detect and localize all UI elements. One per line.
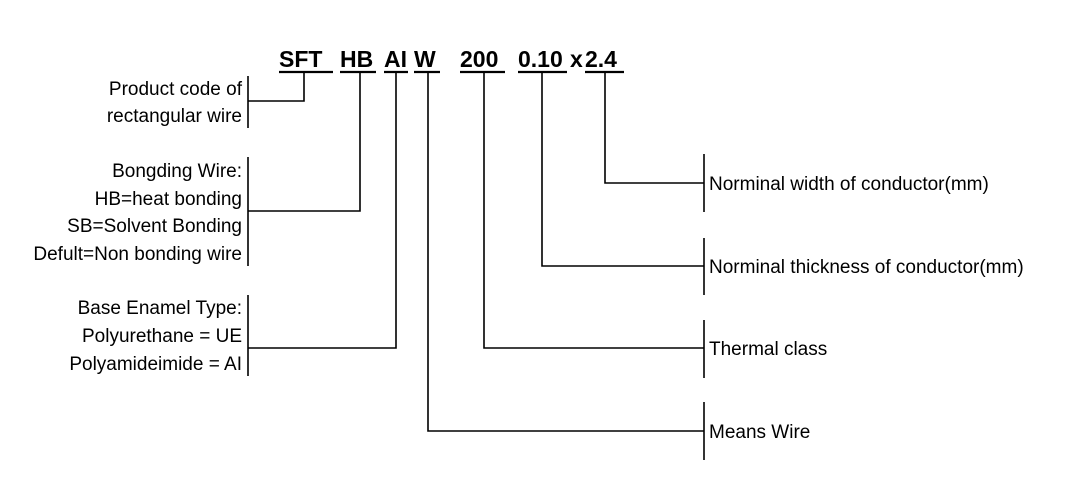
- product-code-string: SFT HB AI W 200 0.10 x 2.4: [279, 46, 617, 72]
- code-width: 2.4: [585, 46, 617, 72]
- code-wire-w: W: [414, 46, 436, 72]
- label-enamel-line1: Base Enamel Type:: [78, 298, 242, 319]
- label-bonding-line2: HB=heat bonding: [95, 189, 242, 210]
- connector-thermal: [483, 72, 704, 349]
- connector-enamel: [248, 72, 397, 349]
- label-bonding-line4: Defult=Non bonding wire: [33, 244, 242, 265]
- connector-wire: [427, 72, 704, 432]
- label-thickness: Norminal thickness of conductor(mm): [709, 257, 1024, 278]
- code-separator-x: x: [570, 46, 583, 72]
- connector-bonding: [248, 72, 361, 212]
- label-product-line1: Product code of: [109, 79, 243, 100]
- label-width: Norminal width of conductor(mm): [709, 174, 989, 195]
- connector-product: [248, 72, 305, 102]
- connector-lines: [247, 72, 705, 460]
- right-labels: Norminal width of conductor(mm) Norminal…: [709, 174, 1024, 443]
- connector-width: [604, 72, 704, 184]
- label-bonding-line1: Bongding Wire:: [112, 161, 242, 182]
- code-thermal-200: 200: [460, 46, 498, 72]
- label-enamel-line2: Polyurethane = UE: [82, 326, 242, 347]
- label-thermal: Thermal class: [709, 339, 827, 360]
- label-product-line2: rectangular wire: [107, 106, 242, 127]
- code-enamel-ai: AI: [384, 46, 407, 72]
- label-enamel-line3: Polyamideimide = AI: [69, 354, 242, 375]
- connector-thickness: [541, 72, 704, 267]
- code-bonding-hb: HB: [340, 46, 373, 72]
- label-bonding-line3: SB=Solvent Bonding: [67, 216, 242, 237]
- left-labels: Product code of rectangular wire Bongdin…: [33, 79, 242, 375]
- code-product-sft: SFT: [279, 46, 322, 72]
- code-thickness: 0.10: [518, 46, 563, 72]
- label-wire: Means Wire: [709, 422, 810, 443]
